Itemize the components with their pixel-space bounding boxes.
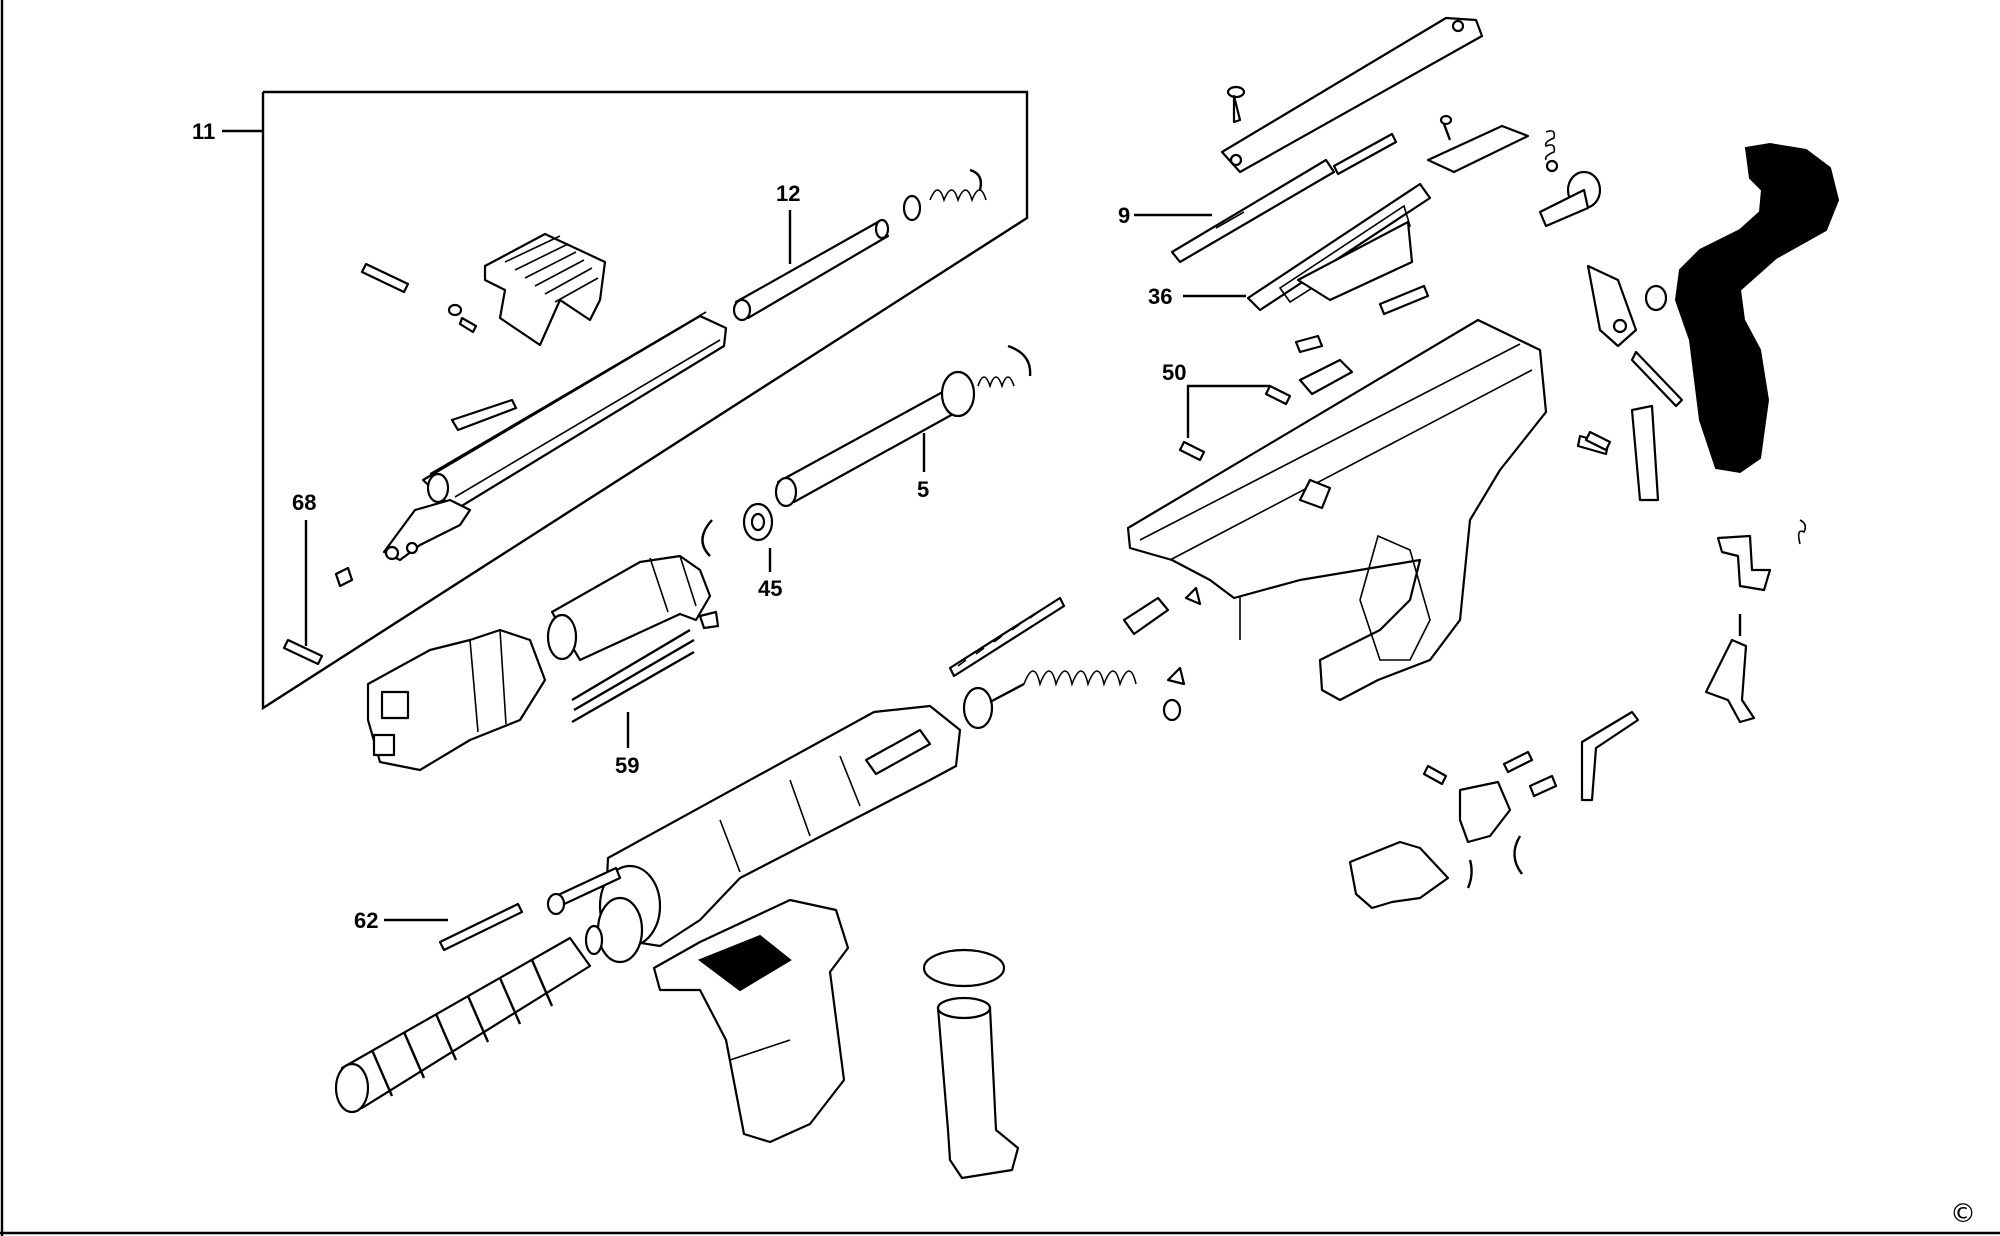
part-rail-channel xyxy=(421,311,728,512)
part-handle-black xyxy=(1674,142,1840,474)
part-small-rect-50 xyxy=(1294,334,1324,354)
part-receiver-frame xyxy=(1126,318,1548,702)
part-screw-36 xyxy=(1378,284,1430,316)
part-trigger-upper xyxy=(1716,534,1772,592)
part-small-plate-top xyxy=(1426,124,1530,174)
part-pin-9 xyxy=(1332,132,1398,176)
part-sear xyxy=(1580,710,1640,802)
leader-50 xyxy=(1186,384,1270,438)
label-12: 12 xyxy=(776,181,800,206)
label-45: 45 xyxy=(758,576,782,601)
part-spring-small-12 xyxy=(902,168,987,222)
part-threaded-collar xyxy=(584,896,644,964)
label-68: 68 xyxy=(292,490,316,515)
part-trigger-lower xyxy=(1704,638,1756,724)
part-top-rail xyxy=(1220,16,1484,174)
part-plate-9 xyxy=(1170,158,1336,264)
label-11: 11 xyxy=(192,119,215,144)
label-36: 36 xyxy=(1148,284,1172,309)
part-top-screw xyxy=(1226,85,1246,124)
part-small-clip-59 xyxy=(698,610,720,630)
part-right-small-pin xyxy=(1584,430,1612,452)
label-59: 59 xyxy=(615,753,639,778)
part-cylinder-body xyxy=(546,554,712,662)
part-latch-arm xyxy=(382,498,472,562)
part-tube xyxy=(922,948,1020,1180)
part-barrel-head xyxy=(366,628,547,772)
part-springs-59 xyxy=(571,628,695,724)
part-pin-top xyxy=(360,262,410,294)
part-lever-right xyxy=(1630,404,1660,502)
part-cam-36 xyxy=(1296,220,1414,302)
part-bolt-62 xyxy=(438,902,524,952)
part-screw-bolt-mid xyxy=(546,866,622,916)
label-62: 62 xyxy=(354,908,378,933)
part-spring-top-right xyxy=(1544,130,1559,173)
part-link-36 xyxy=(1246,182,1432,312)
part-ribbed-cover xyxy=(483,232,607,347)
part-striker-rod xyxy=(948,596,1066,678)
part-bottom-right-cluster xyxy=(1422,750,1558,889)
part-bottom-right-block xyxy=(1348,840,1450,910)
part-main-spring xyxy=(962,596,1170,730)
part-knob-top-right xyxy=(1538,170,1602,228)
part-bracket-right xyxy=(1586,264,1668,348)
assembly-11-bracket xyxy=(261,90,1029,711)
part-handle-grip xyxy=(652,898,850,1144)
part-rod-12 xyxy=(732,218,890,322)
part-small-bits-middle xyxy=(1162,586,1202,722)
part-small-pin-50b xyxy=(1178,440,1206,462)
label-9: 9 xyxy=(1118,203,1130,228)
copyright-mark: © xyxy=(1950,1199,1976,1229)
part-small-nut-left xyxy=(334,566,354,588)
part-spring-barrel xyxy=(334,936,592,1114)
part-rail-clip xyxy=(450,398,518,432)
part-small-pin-50a xyxy=(1264,384,1292,406)
part-small-screw-top2 xyxy=(1439,114,1453,141)
label-50: 50 xyxy=(1162,360,1186,385)
label-5: 5 xyxy=(917,477,929,502)
part-washer-45 xyxy=(701,502,774,557)
part-pin-68 xyxy=(282,638,324,666)
part-spring-right xyxy=(1797,519,1807,545)
part-small-screws-top xyxy=(447,303,478,334)
part-piston-rod-5 xyxy=(774,344,1032,508)
